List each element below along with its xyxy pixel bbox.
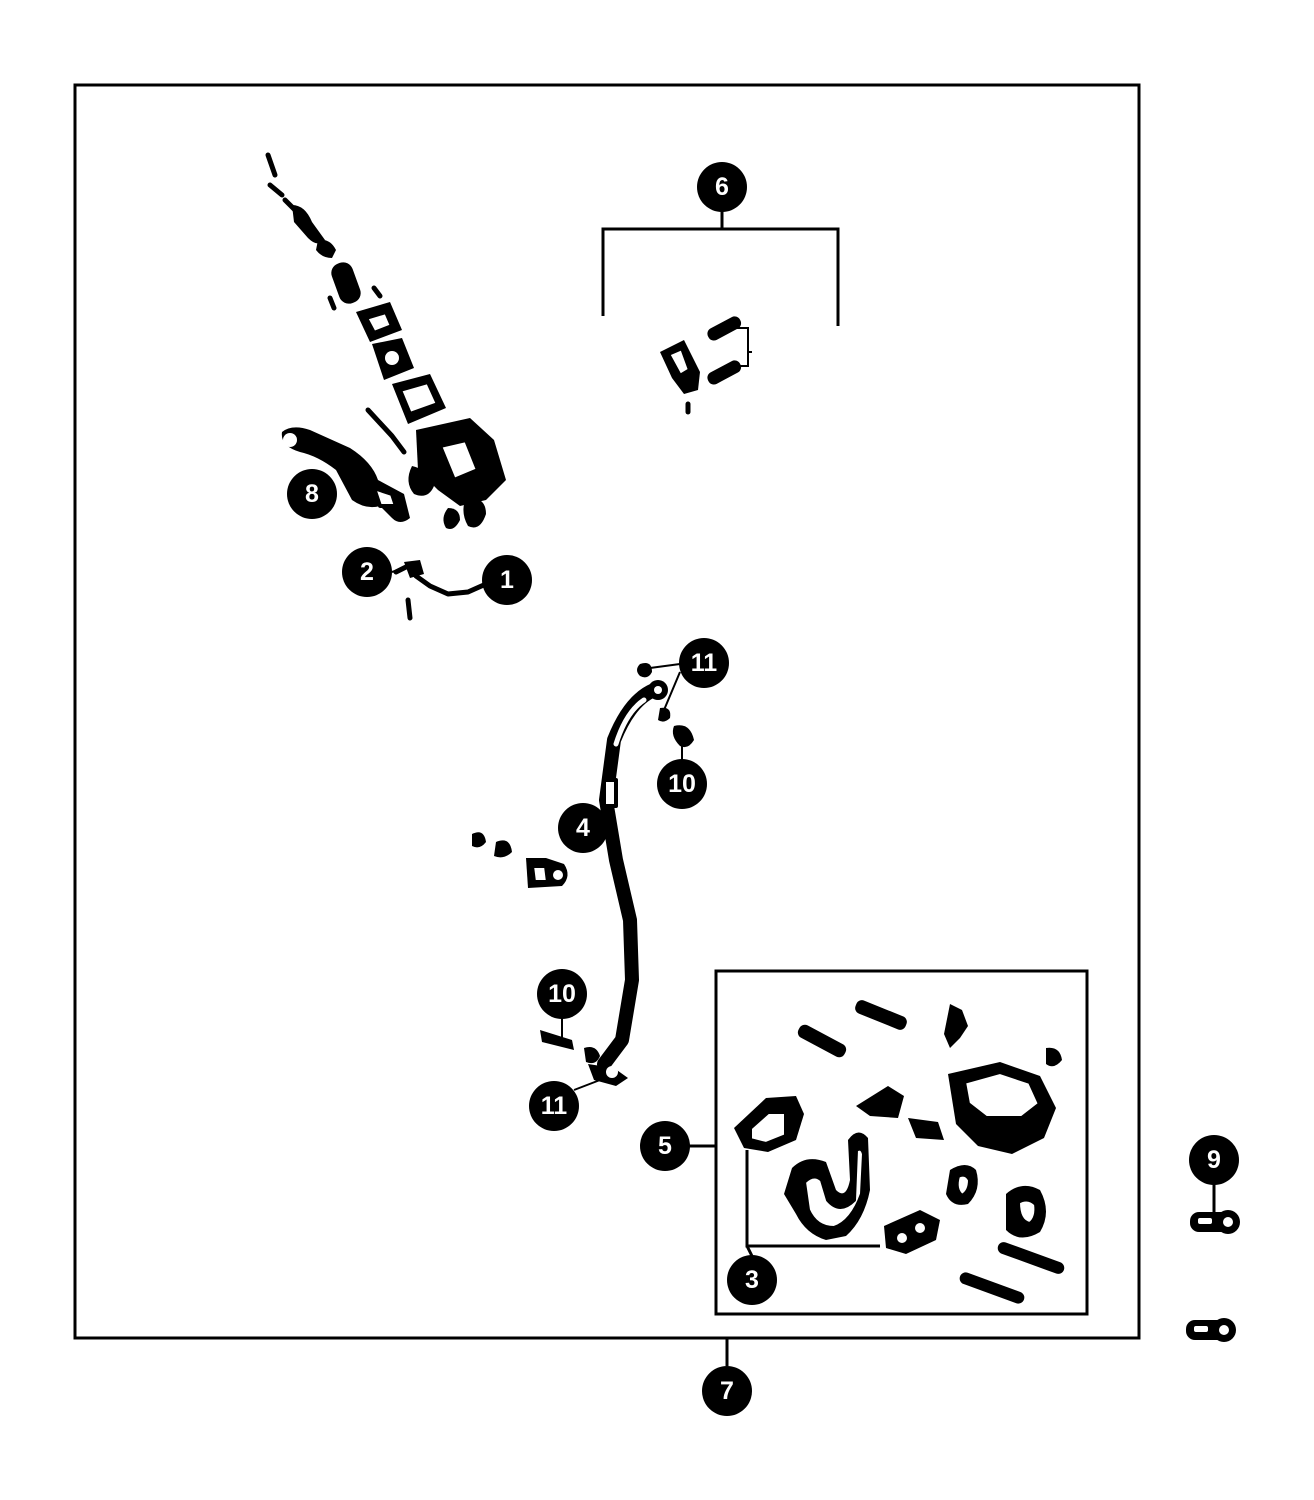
kit-frame	[73, 83, 1141, 1340]
hose-clamp	[472, 832, 568, 888]
brake-switch-wire	[393, 560, 489, 621]
callout-5: 5	[640, 1121, 690, 1171]
callout-11-upper-label: 11	[691, 649, 718, 677]
master-cylinder-assembly	[265, 152, 506, 529]
reservoir-cap-set	[601, 205, 840, 415]
brake-hose	[540, 663, 694, 1086]
callout-2-label: 2	[360, 558, 374, 586]
callout-10-upper-label: 10	[668, 770, 696, 798]
caliper-assembly	[734, 1000, 1065, 1304]
callout-3: 3	[727, 1255, 777, 1305]
callout-4-label: 4	[576, 814, 590, 842]
leader-lines	[391, 567, 1216, 1366]
callout-7-label: 7	[720, 1377, 734, 1405]
callout-8-label: 8	[305, 480, 319, 508]
mounting-bolts	[1186, 1210, 1240, 1342]
callout-2: 2	[342, 547, 392, 597]
callout-6-label: 6	[715, 173, 729, 201]
callout-3-label: 3	[745, 1266, 759, 1294]
callout-11-lower-label: 11	[541, 1092, 568, 1120]
callout-9: 9	[1189, 1135, 1239, 1185]
callout-1: 1	[482, 555, 532, 605]
callout-9-label: 9	[1207, 1146, 1221, 1174]
callout-10-upper: 10	[657, 759, 707, 809]
callout-7: 7	[702, 1366, 752, 1416]
caliper-frame	[714, 969, 1089, 1316]
callout-1-label: 1	[500, 566, 514, 594]
callout-8: 8	[287, 469, 337, 519]
callout-6: 6	[697, 162, 747, 212]
callout-4: 4	[558, 803, 608, 853]
callout-11-lower: 11	[529, 1081, 579, 1131]
callout-10-lower-label: 10	[548, 980, 576, 1008]
brake-lever	[281, 427, 410, 522]
callout-5-label: 5	[658, 1132, 672, 1160]
callout-10-lower: 10	[537, 969, 587, 1019]
callout-11-upper: 11	[679, 638, 729, 688]
